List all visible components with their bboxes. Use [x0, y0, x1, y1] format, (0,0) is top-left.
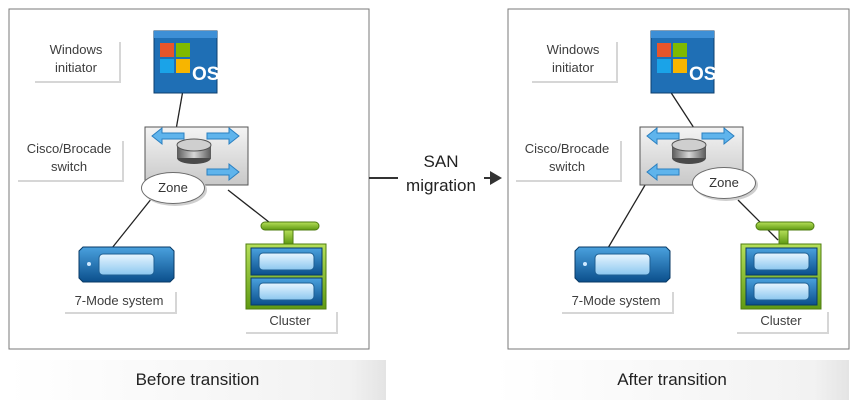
- seven-mode-system-label: 7-Mode system: [63, 290, 175, 312]
- switch-label-line1: Cisco/Brocade: [524, 141, 610, 156]
- windows-initiator-icon: [650, 30, 715, 94]
- cluster-icon: [245, 221, 327, 310]
- switch-label-line2: switch: [548, 159, 586, 174]
- line-switch-to-7mode: [607, 179, 649, 249]
- migration-label: SAN migration: [398, 150, 484, 198]
- os-label-after: OS: [689, 64, 717, 85]
- os-label-before: OS: [192, 64, 220, 85]
- switch-label: Cisco/Brocade switch: [514, 139, 620, 180]
- switch-label-line2: switch: [50, 159, 88, 174]
- windows-initiator-icon: [153, 30, 218, 94]
- cluster-icon: [740, 221, 822, 310]
- migration-label-line2: migration: [406, 176, 476, 195]
- line-switch-to-cluster: [227, 189, 275, 227]
- cluster-label: Cluster: [244, 310, 336, 332]
- windows-initiator-label-line1: Windows: [546, 42, 600, 57]
- line-zone-to-cluster: [737, 199, 779, 241]
- zone-bubble: Zone: [692, 167, 756, 199]
- before-caption: Before transition: [9, 360, 386, 400]
- migration-label-line1: SAN: [423, 152, 459, 171]
- windows-initiator-label: Windows initiator: [530, 40, 616, 81]
- seven-mode-system-icon: [78, 246, 175, 283]
- windows-initiator-label-line1: Windows: [49, 42, 103, 57]
- seven-mode-system-label: 7-Mode system: [560, 290, 672, 312]
- cluster-label: Cluster: [735, 310, 827, 332]
- switch-label: Cisco/Brocade switch: [16, 139, 122, 180]
- windows-initiator-label-line2: initiator: [55, 60, 97, 75]
- seven-mode-system-icon: [574, 246, 671, 283]
- windows-initiator-label: Windows initiator: [33, 40, 119, 81]
- switch-label-line1: Cisco/Brocade: [26, 141, 112, 156]
- after-caption: After transition: [495, 360, 849, 400]
- line-zone-to-7mode: [111, 197, 153, 249]
- zone-bubble: Zone: [141, 172, 205, 204]
- windows-initiator-label-line2: initiator: [552, 60, 594, 75]
